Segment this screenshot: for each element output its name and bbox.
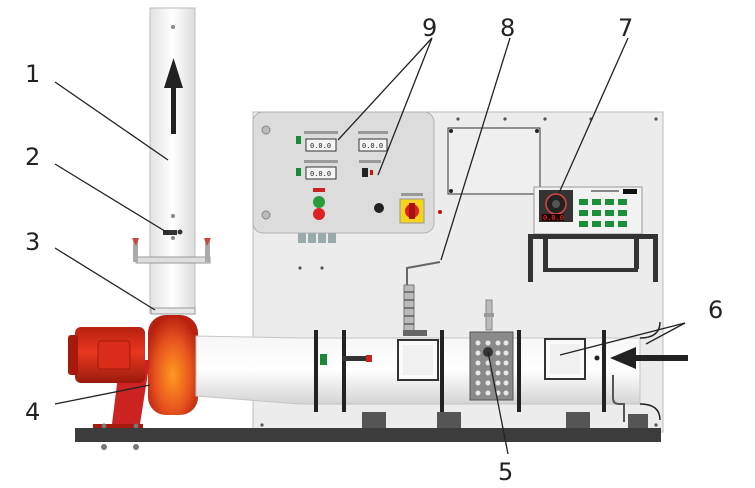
start-stop-buttons[interactable]	[313, 188, 325, 220]
callout-5: 5	[498, 458, 513, 486]
callout-1: 1	[25, 60, 40, 88]
display-mid-left: 0.0.0	[296, 160, 338, 180]
perforated-plate	[469, 299, 514, 401]
flow-arrow-up-icon	[164, 58, 183, 134]
air-duct	[195, 299, 688, 422]
callout-4: 4	[25, 398, 40, 426]
svg-text:0.0.0: 0.0.0	[310, 170, 331, 178]
svg-text:0.0.0: 0.0.0	[310, 142, 331, 150]
sight-glass-left	[397, 339, 439, 381]
clamp-ring	[132, 238, 211, 264]
callout-9: 9	[422, 14, 437, 42]
display-top-right: 0.0.0	[358, 131, 388, 152]
flow-arrow-left-icon	[610, 347, 688, 369]
main-switch[interactable]	[399, 193, 425, 224]
callout-7: 7	[618, 14, 633, 42]
power-socket	[374, 203, 384, 213]
base-frame	[75, 428, 661, 442]
cable-glands	[298, 233, 336, 243]
exhaust-stack	[132, 7, 211, 315]
svg-text:0.0.0: 0.0.0	[543, 214, 564, 222]
leader-lines	[54, 37, 686, 455]
duct-supports	[362, 412, 648, 428]
indicator-lamp	[359, 160, 381, 177]
svg-text:0.0.0: 0.0.0	[362, 142, 383, 150]
control-box: 0.0.0 0.0.0 0.0.0	[252, 111, 442, 243]
panel-window	[447, 127, 541, 195]
probe-port	[163, 229, 183, 235]
butterfly-valve[interactable]	[320, 354, 372, 365]
svg-text:°C: °C	[566, 217, 571, 222]
callout-6: 6	[708, 296, 723, 324]
inclined-manometer	[403, 261, 441, 336]
probe-hole	[594, 355, 600, 361]
callout-labels: 1 2 3 4 5 6 7 8 9	[25, 14, 723, 486]
sight-glass-right	[544, 338, 586, 380]
callout-2: 2	[25, 143, 40, 171]
callout-3: 3	[25, 228, 40, 256]
temperature-instrument: 0.0.0 °C	[528, 186, 658, 282]
callout-8: 8	[500, 14, 515, 42]
display-top-left: 0.0.0	[296, 131, 338, 152]
